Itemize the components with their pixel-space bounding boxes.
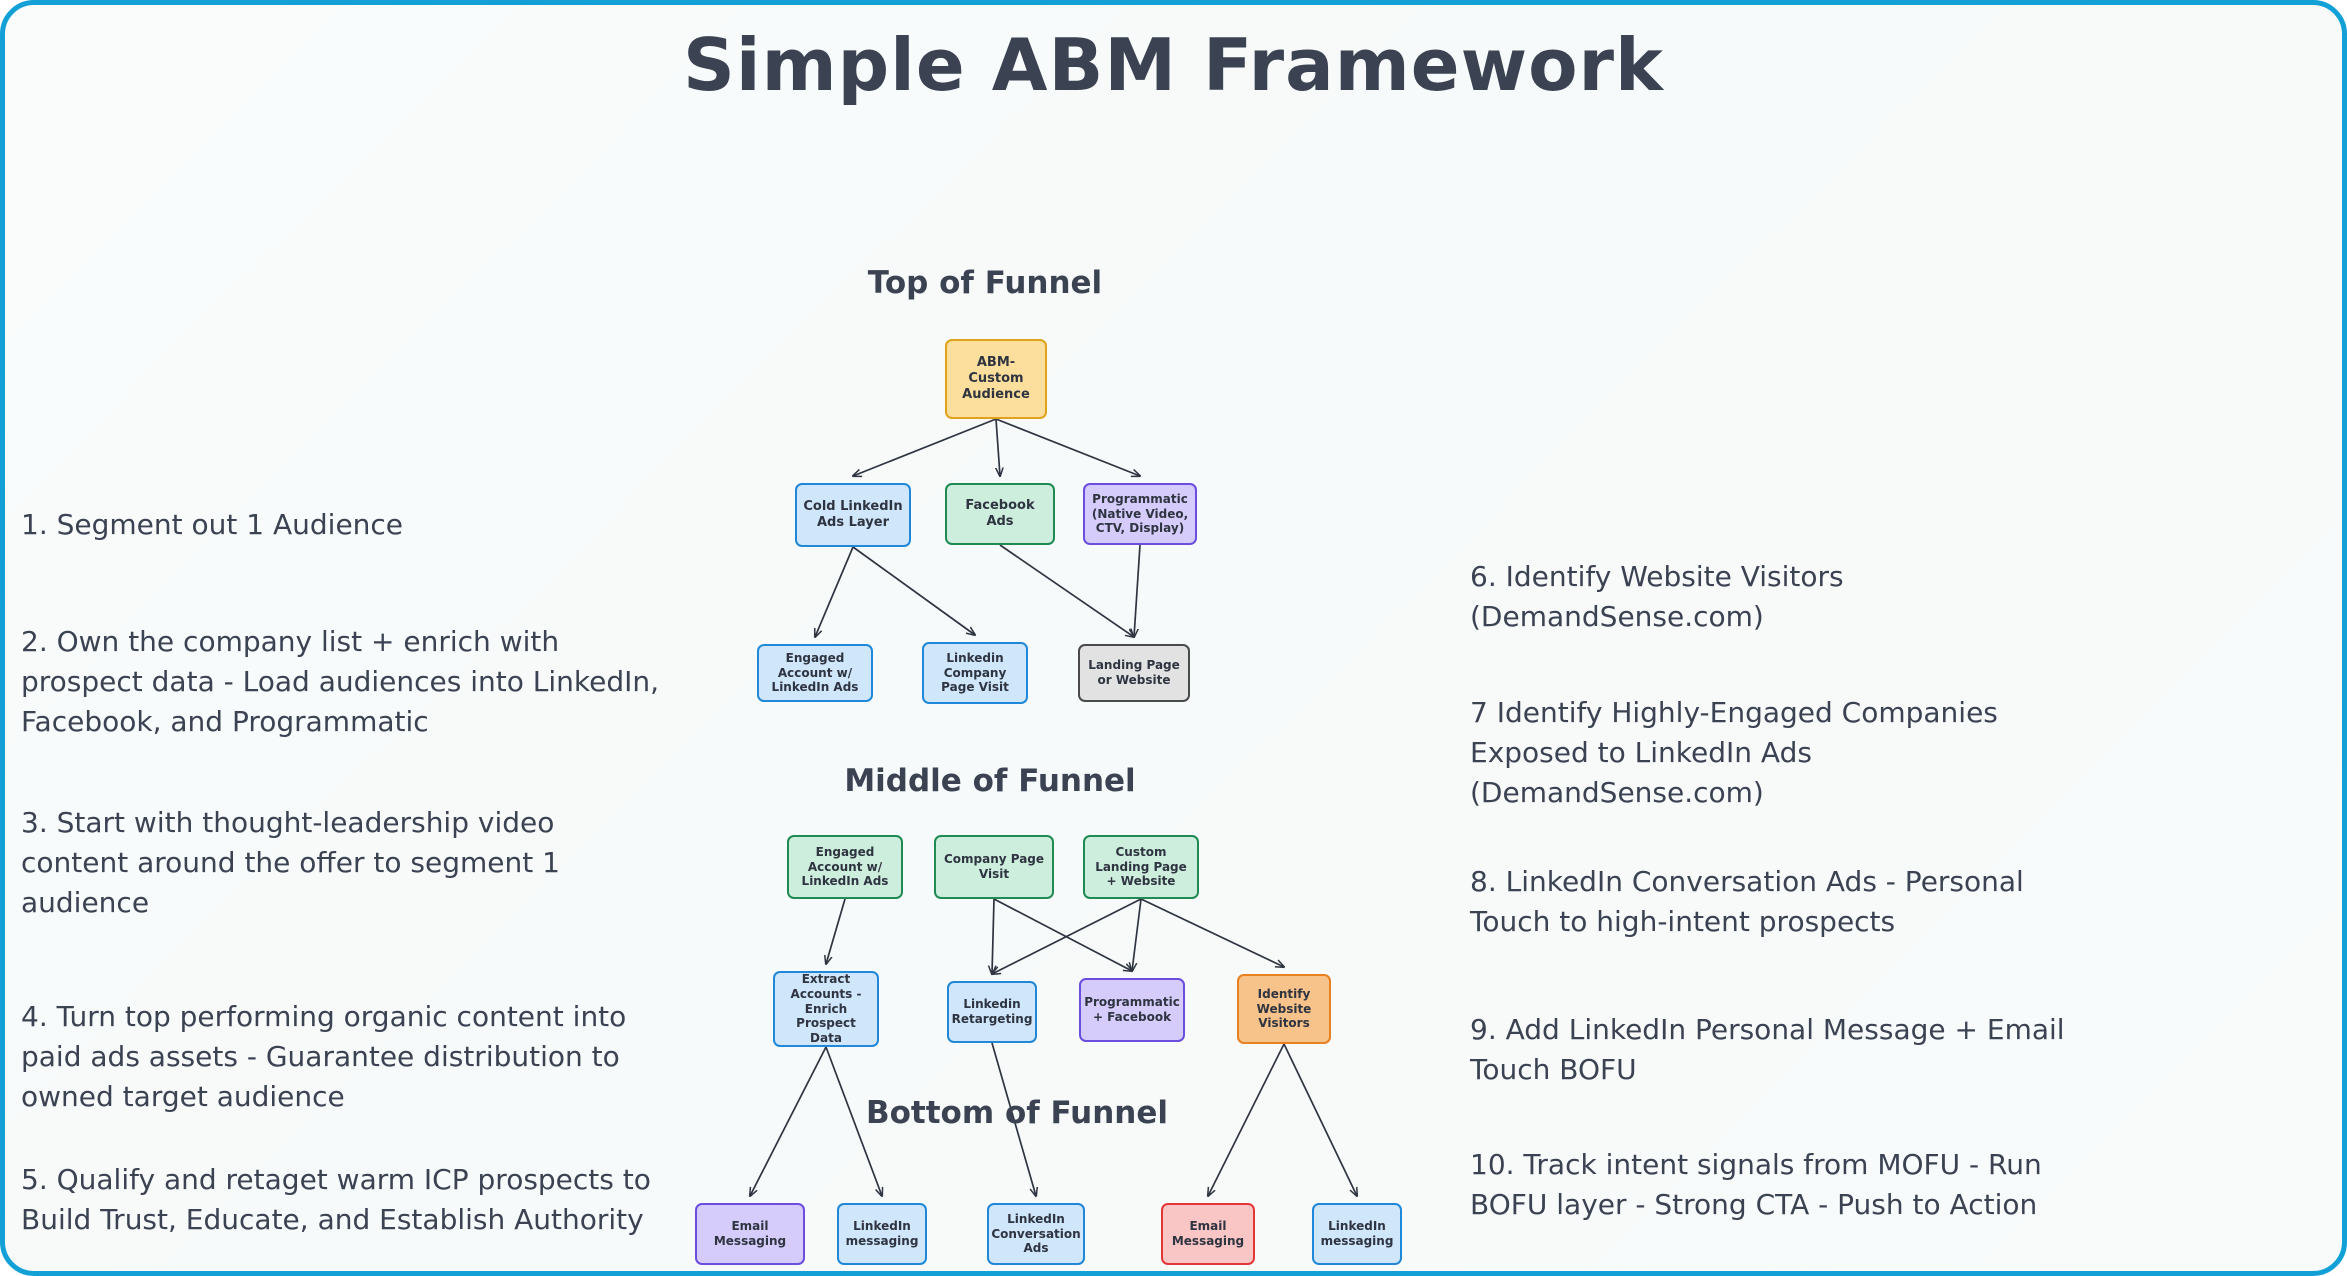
step-item-5: 5. Qualify and retaget warm ICP prospect… (21, 1163, 651, 1236)
step-item-2: 7 Identify Highly-Engaged Companies Expo… (1470, 696, 1998, 809)
node-linkedin-messaging-1[interactable]: LinkedIn messaging (837, 1203, 927, 1265)
node-facebook-ads[interactable]: Facebook Ads (945, 483, 1055, 545)
node-company-page-visit[interactable]: Company Page Visit (934, 835, 1054, 899)
node-email-messaging-1[interactable]: Email Messaging (695, 1203, 805, 1265)
node-email-messaging-2[interactable]: Email Messaging (1161, 1203, 1255, 1265)
node-cold-linkedin-ads[interactable]: Cold LinkedIn Ads Layer (795, 483, 911, 547)
node-linkedin-messaging-2[interactable]: LinkedIn messaging (1312, 1203, 1402, 1265)
edge-cold-linkedin-ads-to-linkedin-company-page (852, 546, 975, 635)
node-engaged-account-tofu[interactable]: Engaged Account w/ LinkedIn Ads (757, 644, 873, 702)
step-item-1: 1. Segment out 1 Audience (21, 508, 404, 541)
edge-abm-custom-audience-to-programmatic-tofu (995, 418, 1140, 476)
node-engaged-account-mofu[interactable]: Engaged Account w/ LinkedIn Ads (787, 835, 903, 899)
section-title-mofu: Middle of Funnel (844, 763, 1136, 799)
node-linkedin-company-page[interactable]: Linkedin Company Page Visit (922, 642, 1028, 704)
node-custom-landing-page[interactable]: Custom Landing Page + Website (1083, 835, 1199, 899)
step-item-3: 8. LinkedIn Conversation Ads - Personal … (1470, 865, 2024, 938)
node-linkedin-retargeting[interactable]: Linkedin Retargeting (947, 981, 1037, 1043)
step-item-2: 2. Own the company list + enrich with pr… (21, 625, 660, 738)
node-programmatic-facebook[interactable]: Programmatic + Facebook (1079, 978, 1185, 1042)
edge-abm-custom-audience-to-facebook-ads (996, 418, 1000, 476)
edge-custom-landing-page-to-programmatic-facebook (1132, 898, 1142, 971)
node-linkedin-conversation[interactable]: LinkedIn Conversation Ads (987, 1203, 1085, 1265)
node-landing-page-website[interactable]: Landing Page or Website (1078, 644, 1190, 702)
node-programmatic-tofu[interactable]: Programmatic (Native Video, CTV, Display… (1083, 483, 1197, 545)
step-item-3: 3. Start with thought-leadership video c… (21, 806, 560, 919)
edge-custom-landing-page-to-identify-website (1140, 898, 1284, 967)
step-item-5: 10. Track intent signals from MOFU - Run… (1470, 1148, 2042, 1221)
step-item-1: 6. Identify Website Visitors (DemandSens… (1470, 560, 1844, 633)
edge-company-page-visit-to-linkedin-retargeting (992, 898, 994, 974)
edge-identify-website-to-linkedin-messaging-2 (1283, 1043, 1357, 1196)
edge-engaged-account-mofu-to-extract-accounts (826, 898, 846, 964)
edge-cold-linkedin-ads-to-engaged-account-tofu (815, 546, 854, 637)
edge-abm-custom-audience-to-cold-linkedin-ads (853, 418, 997, 476)
node-extract-accounts[interactable]: Extract Accounts - Enrich Prospect Data (773, 971, 879, 1047)
edge-identify-website-to-email-messaging-2 (1208, 1043, 1285, 1196)
edge-extract-accounts-to-email-messaging-1 (750, 1046, 827, 1196)
step-item-4: 9. Add LinkedIn Personal Message + Email… (1470, 1013, 2065, 1086)
node-abm-custom-audience[interactable]: ABM- Custom Audience (945, 339, 1047, 419)
step-item-4: 4. Turn top performing organic content i… (21, 1000, 627, 1113)
edge-company-page-visit-to-programmatic-facebook (993, 898, 1132, 971)
section-title-bofu: Bottom of Funnel (865, 1095, 1169, 1131)
section-title-tofu: Top of Funnel (867, 265, 1103, 301)
edge-programmatic-tofu-to-landing-page-website (1134, 544, 1141, 637)
edge-facebook-ads-to-landing-page-website (999, 544, 1134, 637)
page-title: Simple ABM Framework (683, 23, 1664, 107)
node-identify-website[interactable]: Identify Website Visitors (1237, 974, 1331, 1044)
edge-custom-landing-page-to-linkedin-retargeting (992, 898, 1142, 974)
